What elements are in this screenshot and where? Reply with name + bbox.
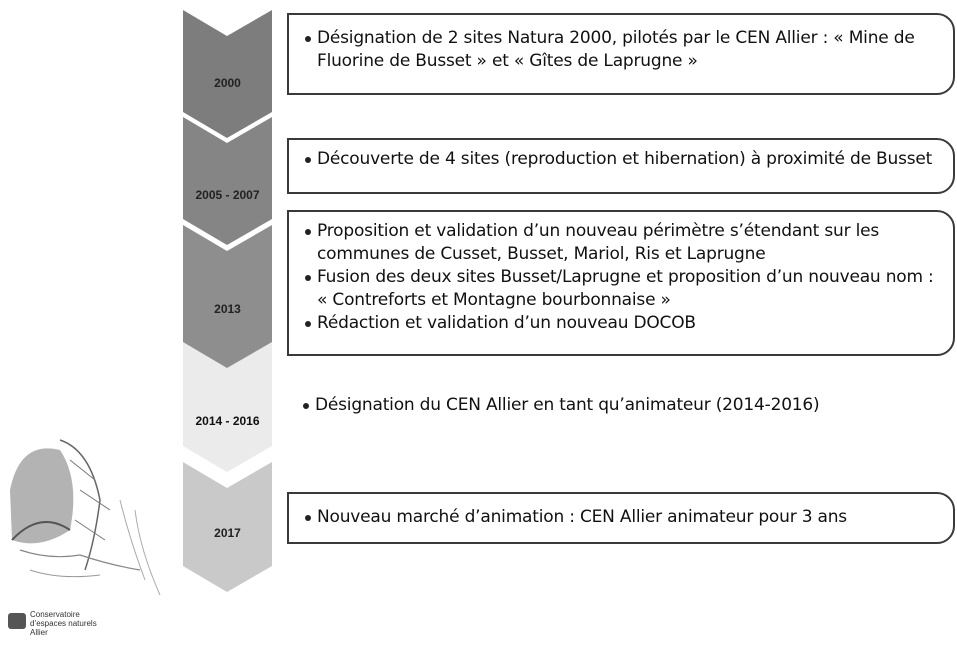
bullet-text: Découverte de 4 sites (reproduction et h… — [317, 149, 933, 169]
bullet-text: Désignation du CEN Allier en tant qu’ani… — [315, 395, 820, 415]
chevron-shape — [183, 225, 272, 385]
year-label: 2013 — [214, 302, 241, 316]
chevron-shape — [183, 342, 272, 472]
bullet-item: Découverte de 4 sites (reproduction et h… — [301, 148, 945, 171]
bullet-list: Découverte de 4 sites (reproduction et h… — [301, 148, 945, 171]
bullet-text: Proposition et validation d’un nouveau p… — [317, 221, 880, 264]
bullet-dot-icon — [305, 515, 311, 521]
bullet-dot-icon — [305, 321, 311, 327]
chevron-shape — [183, 462, 272, 592]
bullet-dot-icon — [305, 36, 311, 42]
chevron-2014-2016: 2014 - 2016 — [183, 342, 272, 472]
bullet-text: Fusion des deux sites Busset/Laprugne et… — [317, 267, 934, 310]
bullet-text: Nouveau marché d’animation : CEN Allier … — [317, 507, 847, 527]
logo-line-1: Conservatoire — [30, 610, 80, 619]
year-label: 2000 — [214, 76, 241, 90]
bullet-list: Désignation du CEN Allier en tant qu’ani… — [299, 394, 947, 417]
logo-graphic-icon — [8, 439, 161, 629]
milestone-box-2005-2007: Découverte de 4 sites (reproduction et h… — [287, 138, 955, 194]
chevron-shape — [183, 10, 272, 138]
bullet-list: Proposition et validation d’un nouveau p… — [301, 220, 945, 335]
bullet-list: Nouveau marché d’animation : CEN Allier … — [301, 506, 945, 529]
bullet-text: Rédaction et validation d’un nouveau DOC… — [317, 313, 696, 333]
logo-line-2: d’espaces naturels — [30, 619, 97, 628]
bullet-dot-icon — [305, 157, 311, 163]
milestone-box-2014-2016: Désignation du CEN Allier en tant qu’ani… — [287, 386, 955, 426]
year-label: 2014 - 2016 — [195, 414, 260, 428]
logo-line-3: Allier — [30, 628, 48, 637]
bullet-item: Désignation du CEN Allier en tant qu’ani… — [299, 394, 947, 417]
bullet-text: Désignation de 2 sites Natura 2000, pilo… — [317, 28, 915, 71]
milestone-box-2017: Nouveau marché d’animation : CEN Allier … — [287, 492, 955, 544]
year-label: 2005 - 2007 — [195, 188, 260, 202]
milestone-box-2013: Proposition et validation d’un nouveau p… — [287, 210, 955, 356]
bullet-list: Désignation de 2 sites Natura 2000, pilo… — [301, 27, 945, 73]
year-label: 2017 — [214, 526, 241, 540]
bullet-dot-icon — [305, 229, 311, 235]
bullet-item: Fusion des deux sites Busset/Laprugne et… — [301, 266, 945, 312]
bullet-dot-icon — [305, 275, 311, 281]
bullet-item: Rédaction et validation d’un nouveau DOC… — [301, 312, 945, 335]
bullet-item: Nouveau marché d’animation : CEN Allier … — [301, 506, 945, 529]
chevron-2005-2007: 2005 - 2007 — [183, 117, 272, 245]
cen-allier-logo: Conservatoire d’espaces naturels Allier — [0, 420, 180, 644]
chevron-2013: 2013 — [183, 225, 272, 385]
chevron-shape — [183, 117, 272, 245]
chevron-2017: 2017 — [183, 462, 272, 592]
bullet-item: Désignation de 2 sites Natura 2000, pilo… — [301, 27, 945, 73]
milestone-box-2000: Désignation de 2 sites Natura 2000, pilo… — [287, 13, 955, 95]
bullet-dot-icon — [303, 403, 309, 409]
chevron-2000: 2000 — [183, 10, 272, 138]
bullet-item: Proposition et validation d’un nouveau p… — [301, 220, 945, 266]
